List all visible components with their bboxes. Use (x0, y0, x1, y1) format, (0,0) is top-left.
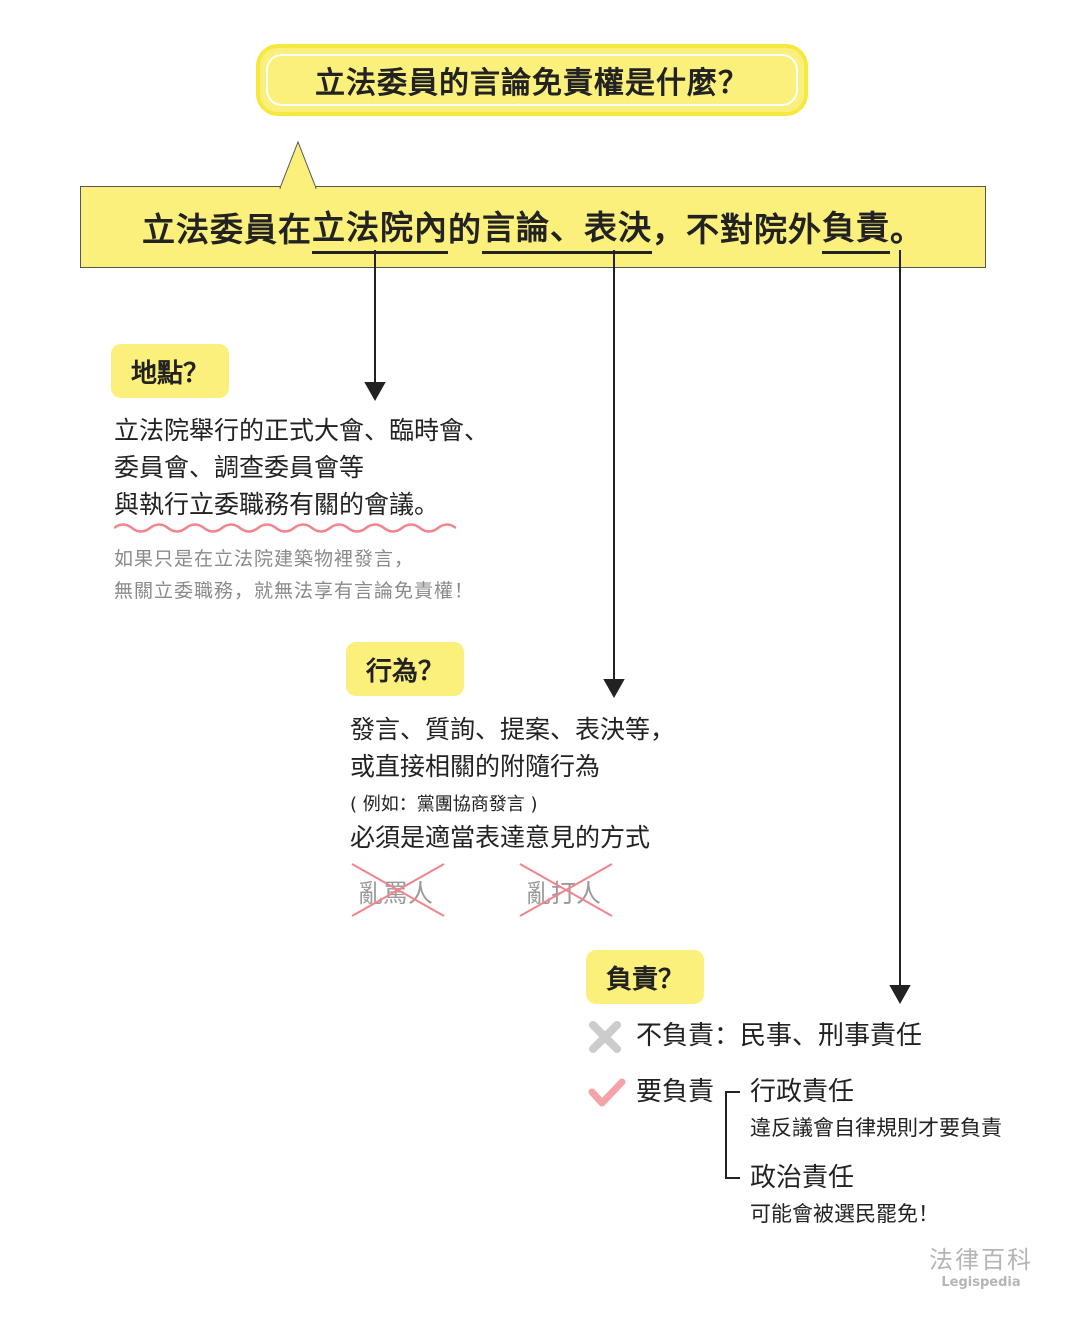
cross-icon (589, 1021, 621, 1053)
wavy-underline (114, 523, 456, 533)
definition-sentence: 立法委員在立法院內的言論、表決，不對院外負責。 (80, 186, 986, 268)
page-title: 立法委員的言論免責權是什麼？ (315, 66, 749, 101)
arrowhead-location (364, 382, 386, 402)
definition-part: 立法委員在 (142, 210, 312, 249)
political-liability-desc: 可能會被選民罷免！ (750, 1202, 939, 1226)
action-badge: 行為？ (346, 642, 464, 696)
action-line: 發言、質詢、提案、表決等， (350, 715, 676, 744)
no-liability-text: 不負責：民事、刑事責任 (636, 1021, 923, 1051)
action-line: 必須是適當表達意見的方式 (350, 823, 651, 852)
speech-bubble-shape (80, 186, 986, 268)
location-line-emphasis: 與執行立委職務有關的會議。 (114, 490, 440, 519)
logo-chinese: 法律百科 (929, 1246, 1033, 1274)
check-icon (588, 1078, 626, 1107)
political-liability-title: 政治責任 (750, 1163, 855, 1193)
definition-underline-liability: 負責 (822, 201, 890, 254)
action-line: 或直接相關的附隨行為 (350, 752, 601, 781)
bracket-connector (725, 1091, 740, 1179)
location-line: 立法院舉行的正式大會、臨時會、 (114, 416, 490, 445)
definition-underline-place: 立法院內 (312, 201, 448, 254)
definition-box: 立法委員在立法院內的言論、表決，不對院外負責。 (80, 186, 986, 268)
definition-underline-action: 言論、表決 (482, 201, 652, 254)
note-line: 無關立委職務，就無法享有言論免責權！ (114, 580, 475, 602)
yes-liability-text: 要負責 (636, 1077, 715, 1107)
logo-english: Legispedia (941, 1275, 1021, 1290)
liability-badge: 負責？ (586, 950, 704, 1004)
location-description: 立法院舉行的正式大會、臨時會、 委員會、調查委員會等 與執行立委職務有關的會議。 (114, 412, 489, 523)
admin-liability-desc: 違反議會自律規則才要負責 (750, 1116, 1002, 1140)
not-allowed-scold: 亂罵人 (350, 862, 448, 918)
brand-logo: 法律百科 Legispedia (928, 1240, 1034, 1290)
definition-part: 的 (448, 210, 482, 249)
not-allowed-hit: 亂打人 (518, 862, 616, 918)
location-line: 委員會、調查委員會等 (114, 453, 365, 482)
location-note: 如果只是在立法院建築物裡發言， 無關立委職務，就無法享有言論免責權！ (114, 543, 474, 607)
strike-cross-icon (519, 863, 613, 917)
admin-liability-title: 行政責任 (750, 1077, 855, 1107)
arrowhead-action (603, 679, 625, 699)
speech-tail (279, 140, 317, 189)
note-line: 如果只是在立法院建築物裡發言， (114, 548, 415, 570)
definition-part: 。 (890, 210, 924, 249)
arrowhead-liability (889, 985, 911, 1005)
location-badge: 地點？ (111, 344, 229, 398)
definition-part: ，不對院外 (652, 210, 822, 249)
strike-cross-icon (351, 863, 445, 917)
action-example: ( 例如：黨團協商發言 ) (350, 794, 538, 815)
title-banner: 立法委員的言論免責權是什麼？ (256, 44, 808, 116)
